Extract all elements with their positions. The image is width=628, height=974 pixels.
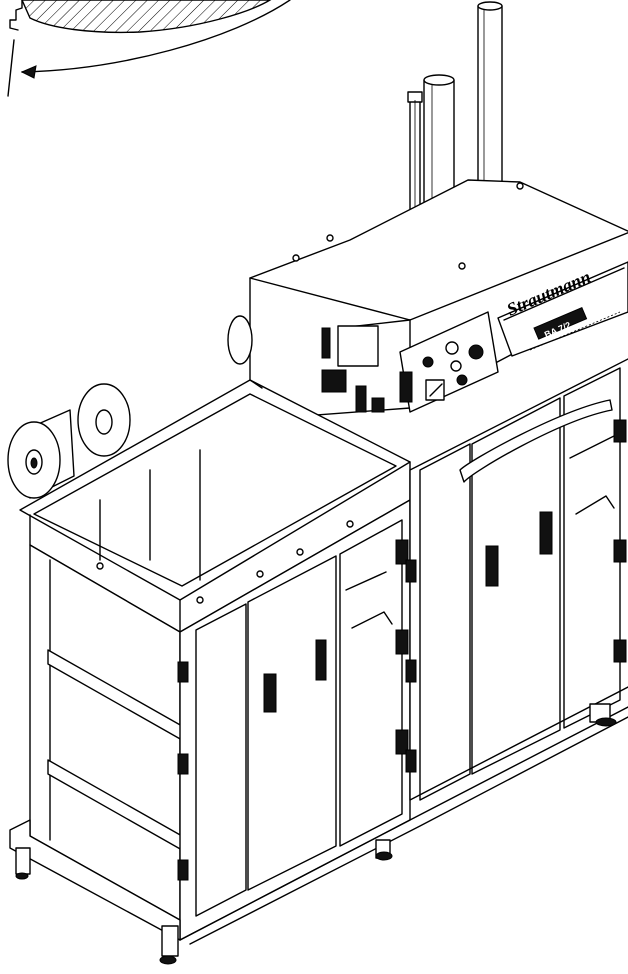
right-door-hinges: [405, 419, 627, 773]
model-badge: [533, 307, 588, 340]
control-knob-2: [445, 341, 459, 355]
control-knob-1: [422, 356, 434, 368]
door-lock-3[interactable]: [485, 545, 499, 587]
left-chamber-body: [29, 544, 183, 921]
detail-arrow: [20, 65, 37, 79]
door-lock-1[interactable]: [263, 673, 277, 713]
door-handle-top-2[interactable]: [569, 435, 615, 459]
twine-rolls: [7, 315, 253, 499]
main-switch: [425, 379, 445, 401]
door-lock-4[interactable]: [539, 511, 553, 555]
control-knob-5: [456, 374, 468, 386]
left-chamber: [19, 379, 411, 633]
foot-1: [15, 847, 31, 875]
brand-plate: Strautmann BA 7/2: [497, 261, 628, 357]
foot-2: [161, 925, 179, 957]
control-knob-3: [468, 344, 484, 360]
door-handle-1[interactable]: [351, 611, 393, 629]
detail-leader: [7, 39, 15, 97]
base-frame: [9, 703, 628, 965]
detail-view: [7, 0, 291, 97]
hatched-section: [21, 0, 272, 34]
control-knob-4: [450, 360, 462, 372]
housing-side-panel: [321, 325, 413, 413]
press-plate-handle[interactable]: [459, 399, 613, 483]
detail-arc: [21, 0, 291, 73]
left-doors: [179, 499, 411, 941]
left-door-hinges: [177, 539, 409, 881]
detail-notch: [9, 0, 23, 31]
door-handle-2[interactable]: [575, 495, 615, 515]
door-handle-top[interactable]: [345, 571, 387, 591]
door-lock-2[interactable]: [315, 639, 327, 681]
right-chamber: [409, 358, 628, 801]
control-panel: [399, 311, 499, 413]
